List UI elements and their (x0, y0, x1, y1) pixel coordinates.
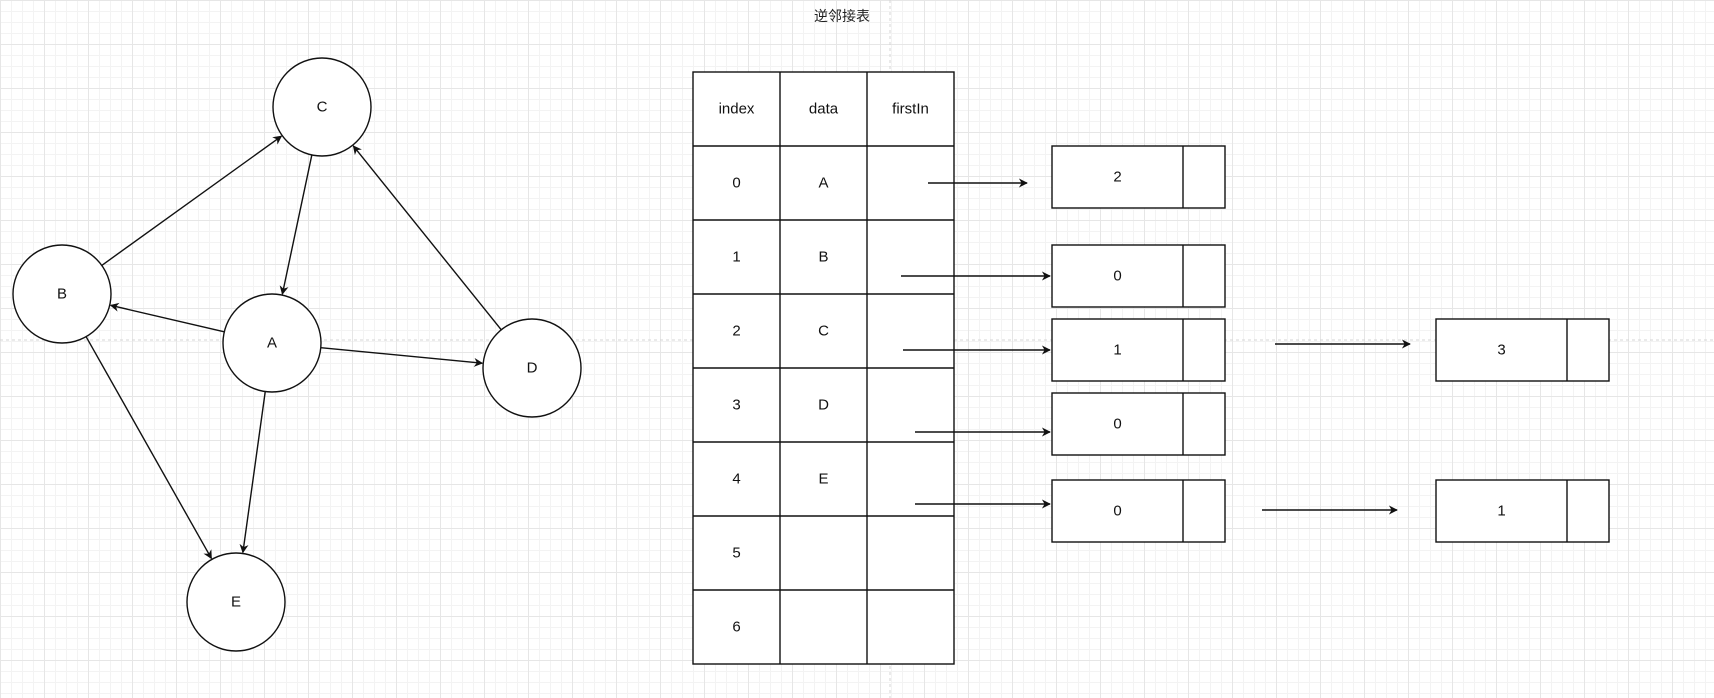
arc-node (1051, 244, 1226, 308)
graph-node-a (222, 293, 322, 393)
arc-node (1051, 479, 1226, 543)
arc-node (1435, 318, 1610, 382)
table-header-firstin: firstIn (892, 101, 929, 118)
graph-node-label-c: C (317, 99, 328, 116)
table-header-index: index (719, 101, 755, 118)
arc-node-value: 0 (1113, 503, 1121, 520)
table-cell-index: 1 (732, 249, 740, 266)
table-cell-data: A (818, 175, 828, 192)
arc-node (1435, 479, 1610, 543)
arc-node-value: 2 (1113, 169, 1121, 186)
graph-node-label-a: A (267, 335, 277, 352)
table-cell-index: 5 (732, 545, 740, 562)
graph-node-e (186, 552, 286, 652)
table-cell-data: B (818, 249, 828, 266)
arc-node-value: 0 (1113, 416, 1121, 433)
graph-node-b (12, 244, 112, 344)
arc-node-value: 1 (1113, 342, 1121, 359)
graph-edge-c-a (279, 154, 313, 295)
graph-node-d (482, 318, 582, 418)
graph-edge-b-c (101, 135, 283, 266)
table-cell-data: D (818, 397, 829, 414)
arc-node (1051, 145, 1226, 209)
table-cell-index: 0 (732, 175, 740, 192)
table-cell-data: E (818, 471, 828, 488)
graph-node-c (272, 57, 372, 157)
graph-edge-a-b (109, 302, 225, 333)
table-cell-index: 2 (732, 323, 740, 340)
graph-edge-a-e (239, 391, 266, 554)
graph-edge-d-c (352, 145, 502, 331)
graph-edge-b-e (85, 336, 213, 560)
arc-node-value: 1 (1497, 503, 1505, 520)
graph-node-label-e: E (231, 594, 241, 611)
table-cell-data: C (818, 323, 829, 340)
arc-lists: 2 0 1 3 0 0 1 (901, 145, 1610, 543)
graph: A B C D E (12, 57, 582, 652)
table-header-data: data (809, 101, 839, 118)
arc-node-value: 0 (1113, 268, 1121, 285)
graph-node-label-b: B (57, 286, 67, 303)
graph-node-label-d: D (527, 360, 538, 377)
table-cell-index: 4 (732, 471, 740, 488)
arc-node (1051, 392, 1226, 456)
arc-node-value: 3 (1497, 342, 1505, 359)
arc-node (1051, 318, 1226, 382)
graph-edge-a-d (320, 346, 484, 367)
page-title: 逆邻接表 (814, 9, 870, 25)
vertex-table: index data firstIn 0 A 1 B 2 C 3 D 4 E 5 6 (692, 71, 955, 665)
table-cell-index: 6 (732, 619, 740, 636)
table-cell-index: 3 (732, 397, 740, 414)
